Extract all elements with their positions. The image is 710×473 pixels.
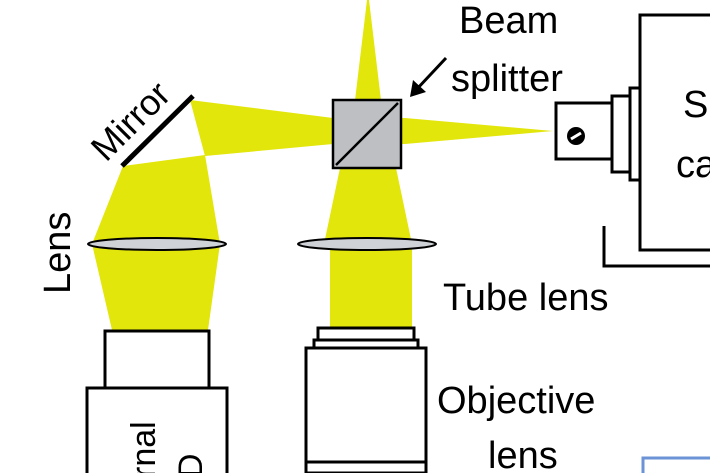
center-beam-lower [330, 244, 412, 329]
beam-label: Beam [459, 0, 558, 42]
led-label-line1: rnal [125, 421, 163, 473]
center-beam [324, 168, 412, 244]
left-lens [87, 237, 227, 251]
top-beam [353, 0, 383, 117]
external-led-housing [85, 329, 229, 473]
objective-lens-body [304, 326, 428, 473]
beam-splitter [331, 98, 403, 170]
led-label-line2: D [172, 453, 210, 473]
camera-label-line1: S [683, 84, 708, 126]
camera-label-line2: ca [676, 144, 710, 186]
camera-stand [602, 226, 710, 268]
camera-screw-icon [567, 127, 585, 145]
left-beam-lower [92, 244, 220, 330]
lens-label: Lens [37, 212, 79, 294]
camera-ring [610, 94, 632, 174]
light-beams [92, 0, 553, 330]
splitter-label: splitter [451, 58, 563, 100]
objective-label: Objective [437, 380, 595, 422]
camera [554, 13, 710, 268]
mirror [120, 94, 195, 168]
objective-lens-label: lens [488, 435, 558, 473]
accent-box [641, 456, 710, 473]
left-beam-upper [92, 155, 220, 244]
splitter-pointer-arrow [410, 56, 448, 97]
camera-body [638, 13, 710, 252]
tube-lens [297, 237, 437, 251]
camera-adapter [554, 101, 614, 161]
tube-lens-label: Tube lens [443, 277, 608, 319]
